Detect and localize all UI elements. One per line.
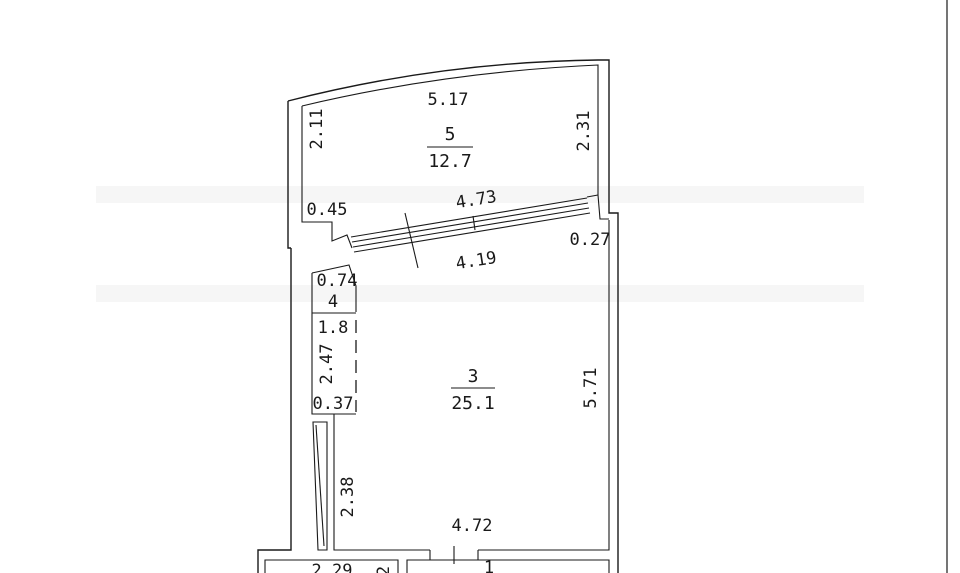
room-4-number: 4: [328, 292, 338, 312]
room-3-walls: [257, 216, 619, 573]
bottom-left-room-wall: [264, 559, 399, 573]
window-line-4: [353, 212, 591, 253]
room-3-area: 25.1: [451, 393, 494, 414]
left-outer-wall: [257, 248, 292, 573]
balcony-left-outer-wall: [287, 101, 291, 249]
dim-balcony-right: 2.31: [574, 111, 594, 152]
closet-walls: [311, 264, 357, 415]
dim-window-inner: 4.19: [454, 248, 498, 274]
right-inner-wall: [478, 220, 610, 551]
dim-balcony-left-offset: 0.45: [307, 200, 348, 220]
room-5-number: 5: [445, 124, 456, 145]
window-center-tick: [472, 215, 476, 231]
door-jambs: [429, 550, 479, 560]
room-5-area: 12.7: [428, 151, 471, 172]
dim-closet-width: 0.74: [317, 271, 358, 291]
window-line-2: [351, 202, 589, 243]
window-unit: [350, 197, 591, 269]
balcony-inner-wall: [301, 64, 599, 195]
dim-right-step: 0.27: [570, 230, 611, 250]
room-1-number: 1: [484, 558, 494, 573]
balcony-room-5: [287, 59, 619, 249]
balcony-outer-wall: [287, 59, 619, 216]
room-3-number: 3: [468, 366, 479, 387]
dim-room-3-bottom: 4.72: [452, 516, 493, 536]
dim-bottom-partial: 2: [374, 566, 394, 573]
room-4-area: 1.8: [318, 318, 349, 338]
balcony-left-inner-wall: [301, 106, 353, 249]
dim-closet-bottom: 0.37: [313, 394, 354, 414]
dim-balcony-top: 5.17: [428, 90, 469, 110]
window-line-1: [350, 197, 588, 238]
background-band-lower: [96, 285, 864, 302]
dim-balcony-left: 2.11: [307, 109, 327, 150]
dim-room-3-lower-left: 2.38: [338, 477, 358, 518]
closet-room-4: [311, 264, 357, 415]
duct-element: [312, 421, 328, 551]
dim-bottom-left-width: 2.29: [312, 561, 353, 573]
room-3-bottom-left-wall: [333, 414, 430, 551]
window-line-3: [352, 207, 590, 248]
duct-diagonal: [315, 424, 325, 547]
window-axis-mark: [404, 212, 419, 269]
dim-closet-height: 2.47: [317, 344, 337, 385]
dim-room-3-height: 5.71: [581, 368, 601, 409]
duct-outline: [312, 421, 328, 551]
bottom-right-room-wall: [406, 559, 610, 573]
balcony-right-jamb: [586, 194, 609, 220]
